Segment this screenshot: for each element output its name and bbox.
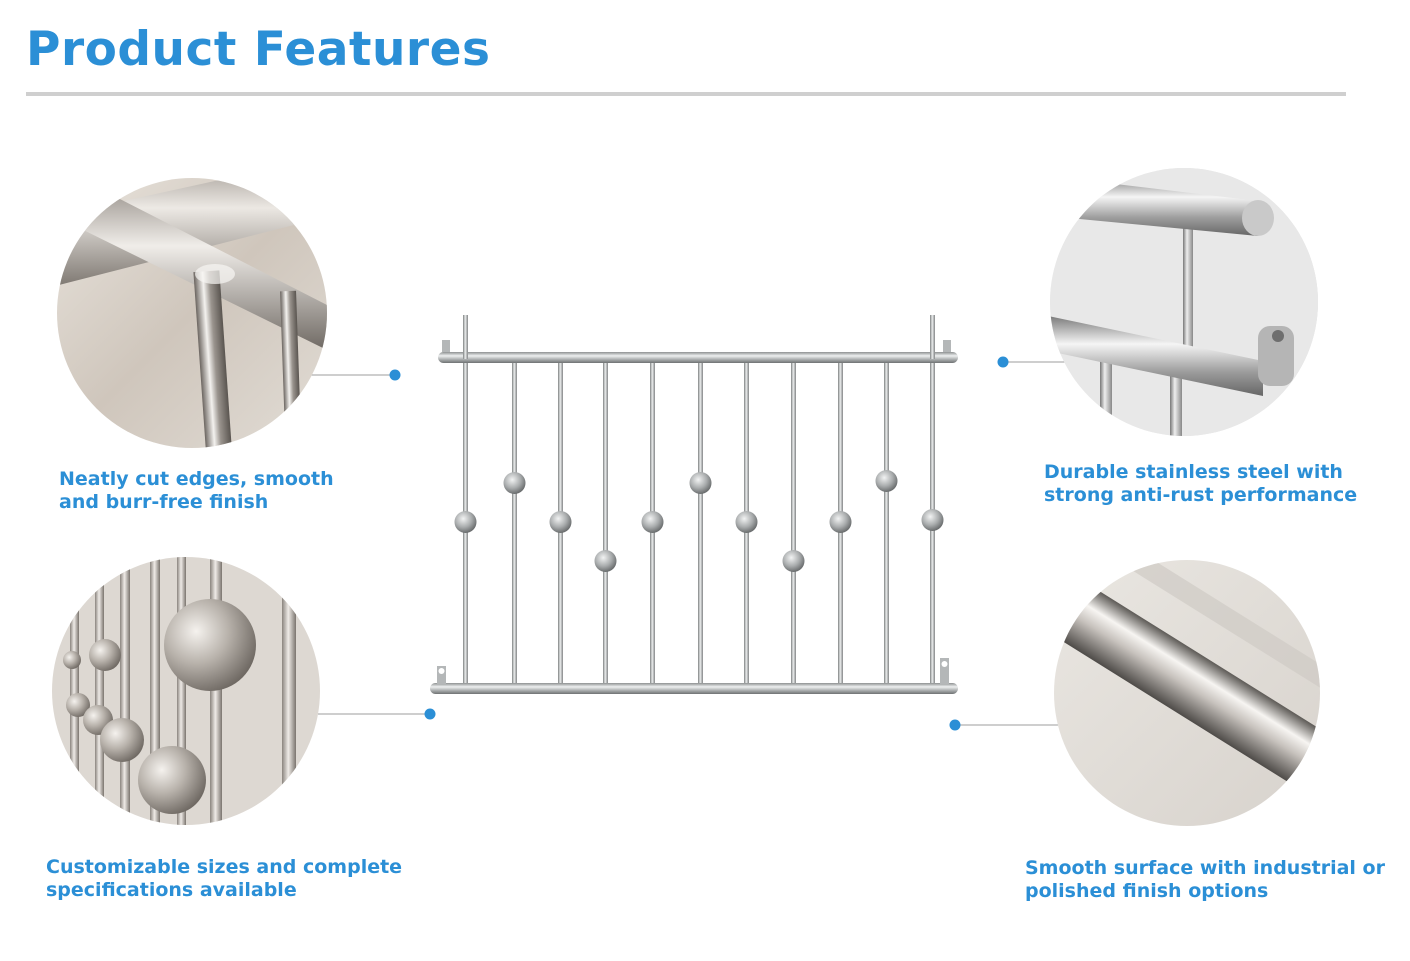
railing-ball: [641, 511, 664, 533]
feature-caption-line: Neatly cut edges, smooth: [59, 468, 334, 490]
railing-ball: [454, 511, 477, 533]
railing-bar: [603, 358, 608, 686]
feature-caption-rust: Durable stainless steel with strong anti…: [1044, 461, 1357, 507]
feature-caption-line: and burr-free finish: [59, 491, 269, 513]
feature-caption-line: Customizable sizes and complete: [46, 856, 403, 878]
railing-ball: [782, 550, 805, 572]
feature-caption-line: strong anti-rust performance: [1044, 484, 1358, 506]
feature-caption-line: polished finish options: [1025, 880, 1269, 902]
railing-ball: [594, 550, 617, 572]
photo-welded-corner: [57, 178, 327, 448]
feature-caption-line: Smooth surface with industrial or: [1025, 857, 1385, 879]
railing-ball: [921, 509, 944, 531]
connector-dot: [997, 356, 1009, 368]
railing-ball: [689, 472, 712, 494]
railing-ball: [829, 511, 852, 533]
title-divider: [26, 92, 1346, 96]
photo-rail-end-bracket: [1050, 168, 1318, 436]
feature-caption-surface: Smooth surface with industrial or polish…: [1025, 857, 1385, 903]
photo-decorative-balls: [52, 557, 320, 825]
connector-dot: [949, 719, 961, 731]
railing-main-image: [430, 315, 958, 694]
railing-ball: [549, 511, 572, 533]
railing-ball: [503, 472, 526, 494]
feature-caption-line: Durable stainless steel with: [1044, 461, 1343, 483]
photo-polished-tube: [1054, 560, 1320, 826]
railing-ball: [875, 470, 898, 492]
page-title: Product Features: [26, 22, 491, 77]
feature-caption-line: specifications available: [46, 879, 297, 901]
railing-bar: [884, 358, 889, 686]
feature-caption-sizes: Customizable sizes and complete specific…: [46, 856, 402, 902]
railing-bar: [698, 358, 703, 686]
railing-bar: [791, 358, 796, 686]
connector-dot: [389, 369, 401, 381]
railing-bar: [512, 358, 517, 686]
railing-ball: [735, 511, 758, 533]
feature-caption-edges: Neatly cut edges, smooth and burr-free f…: [59, 468, 334, 514]
